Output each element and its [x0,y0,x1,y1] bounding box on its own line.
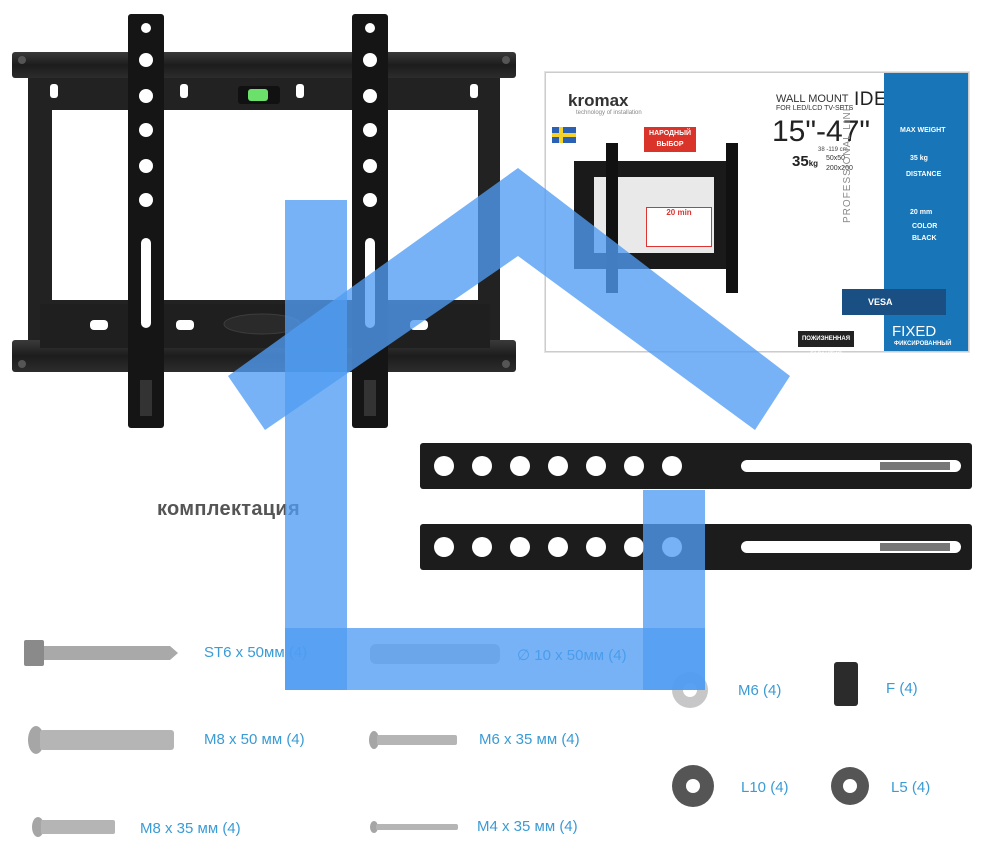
box-vesa-min: 50x50 [826,155,846,162]
max-weight-label: MAX WEIGHT [900,127,946,134]
dowel [370,644,500,664]
distance-label: DISTANCE [906,171,942,178]
part-label-dowel: ∅ 10 x 50мм (4) [517,647,627,664]
part-label-m4-35: M4 x 35 мм (4) [477,818,578,835]
part-label-m6-35: M6 x 35 мм (4) [479,731,580,748]
adapter-plate-top [420,443,972,489]
part-label-l10: L10 (4) [741,779,789,796]
m6-35-bolt [369,731,457,749]
box-cm-range: 38 -119 cm [818,147,848,153]
l10-washer [672,765,714,807]
guarantee-badge: ПОЖИЗНЕННАЯ ГАРАНТИЯ [798,331,854,358]
part-label-m6-washer: M6 (4) [738,682,782,699]
st6-screw [24,640,178,666]
part-label-m8-50: M8 x 50 мм (4) [204,731,305,748]
box-for-sets: FOR LED/LCD TV-SETS [776,105,854,112]
l5-washer [831,767,869,805]
part-label-st6: ST6 x 50мм (4) [204,644,308,661]
box-vesa-max: 200x200 [826,165,853,172]
distance-value: 20 mm [910,209,933,216]
package-contents-heading: комплектация [157,498,300,520]
m8-35-bolt [32,817,115,837]
box-brand: kromax [568,91,629,110]
fixed-ru-label: ФИКСИРОВАННЫЙ [894,341,952,347]
part-label-m8-35: M8 x 35 мм (4) [140,820,241,837]
box-weight-unit: kg [808,159,819,168]
color-value: BLACK [912,235,937,242]
fixed-label: FIXED [892,323,937,340]
color-label: COLOR [912,223,938,230]
spacer [834,662,858,706]
box-size-range: 15"-47" [772,115,871,148]
m8-50-bolt [28,726,174,754]
sweden-flag [552,127,576,143]
box-tagline: technology of installation [576,110,642,116]
box-wall-mount: WALL MOUNT [776,93,849,105]
m6-washer [672,672,708,708]
part-label-l5: L5 (4) [891,779,931,796]
box-weight: 35 [792,153,809,170]
m4-35-bolt [370,821,458,833]
vesa-badge: VESA [842,289,946,315]
narodny-badge: НАРОДНЫЙ ВЫБОР [644,127,696,152]
max-weight-value: 35 kg [910,155,928,162]
part-label-f-spacer: F (4) [886,680,918,697]
